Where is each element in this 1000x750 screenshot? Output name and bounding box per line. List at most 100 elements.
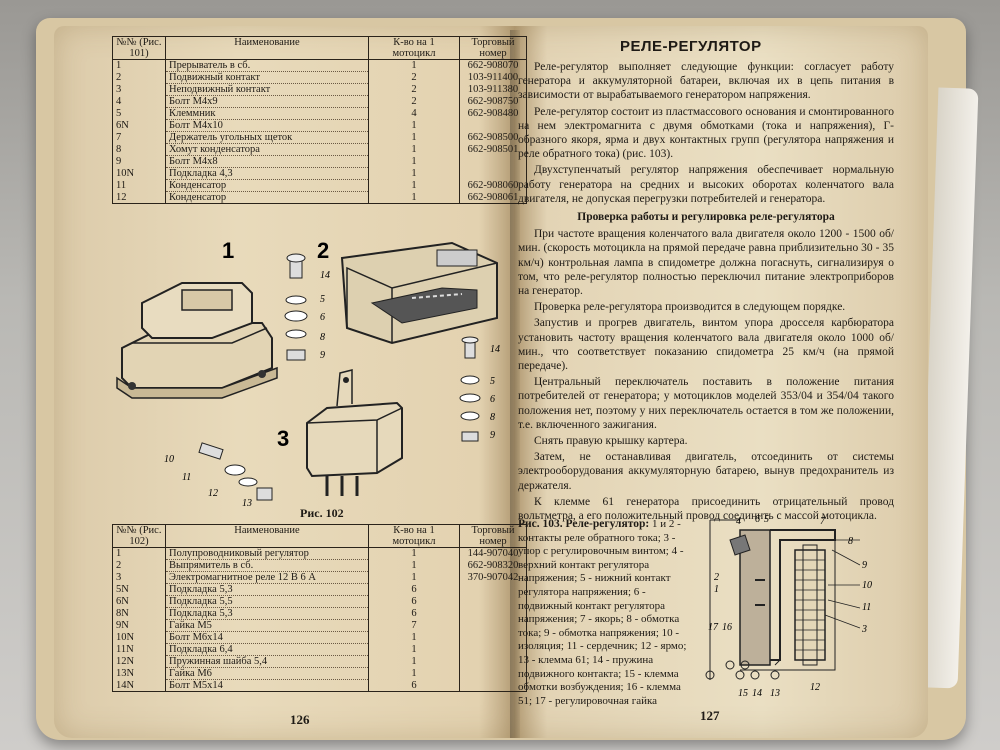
table-cell: 6N <box>112 595 166 608</box>
callout-label: 5 <box>320 294 325 305</box>
table-cell: 1 <box>368 631 460 644</box>
table-cell: 662-908070 <box>467 60 519 71</box>
caption-text: 1 и 2 - контакты реле обратного тока; 3 … <box>518 518 687 707</box>
table-cell: Пружинная шайба 5,4 <box>165 655 369 668</box>
page-number-left: 126 <box>290 712 310 727</box>
figure-103-caption: Рис. 103. Реле-регулятор: 1 и 2 - контак… <box>518 518 694 708</box>
table-cell: 1 <box>368 119 460 132</box>
table-header: Торговый номер <box>459 36 527 60</box>
table-cell: 103-911380 <box>467 83 519 95</box>
label-part-2: 2 <box>317 238 329 263</box>
subheading: Проверка работы и регулировка реле-регул… <box>577 211 835 224</box>
rectifier-drawing <box>340 241 498 345</box>
table-cell: 4 <box>368 107 460 120</box>
table-cell: Болт М6х14 <box>165 631 369 644</box>
table-cell: 1 <box>368 547 460 560</box>
table-cell: 1 <box>368 155 460 168</box>
table-cell: 3 <box>112 83 166 96</box>
table-cell: 1 <box>368 643 460 656</box>
paragraph: Центральный переключатель поставить в по… <box>518 376 894 431</box>
table-cell: 6 <box>368 583 460 596</box>
table-cell: 662-908750 <box>467 95 519 107</box>
diagram-label: 16 <box>722 622 732 633</box>
table-cell: 662-908061 <box>467 191 519 203</box>
table-cell <box>460 656 527 668</box>
table-cell: 662-908500 <box>467 131 519 143</box>
table-cell: 370-907042 <box>467 571 519 583</box>
table-cell: 2 <box>368 95 460 108</box>
table-cell <box>460 168 527 180</box>
table-cell <box>460 120 527 132</box>
table-cell: Электромагнитное реле 12 В 6 А <box>165 571 369 584</box>
callout-label: 5 <box>490 376 495 387</box>
figure-102-caption: Рис. 102 <box>300 506 344 520</box>
table-cell: 8 <box>112 143 166 156</box>
paragraph: Двухступенчатый регулятор напряжения обе… <box>518 164 894 205</box>
table-cell: 5 <box>112 107 166 120</box>
table-cell: Подкладка 5,3 <box>165 583 369 596</box>
table-cell: Конденсатор <box>165 179 369 192</box>
table-header: №№ (Рис. 102) <box>112 524 166 548</box>
callout-label: 12 <box>208 488 218 499</box>
table-cell: Клеммник <box>165 107 369 120</box>
table-header: Торговый номер <box>459 524 527 548</box>
table-header: Наименование <box>165 524 369 548</box>
table-cell: Выпрямитель в сб. <box>165 559 369 572</box>
table-cell: 6 <box>368 607 460 620</box>
table-cell <box>460 608 527 620</box>
table-cell: 9 <box>112 155 166 168</box>
table-cell: Подкладка 4,3 <box>165 167 369 180</box>
table-cell <box>460 156 527 168</box>
table-cell: Неподвижный контакт <box>165 83 369 96</box>
table-cell: 1 <box>368 179 460 192</box>
callout-label: 14 <box>320 270 330 281</box>
table-cell: Гайка М5 <box>165 619 369 632</box>
table-cell: Конденсатор <box>165 191 369 204</box>
caption-title: Рис. 103. Реле-регулятор: <box>518 518 650 530</box>
callout-label: 14 <box>490 344 500 355</box>
diagram-label: 15 <box>738 688 748 699</box>
table-cell <box>460 680 527 692</box>
table-cell <box>460 596 527 608</box>
paragraph: Проверка реле-регулятора производится в … <box>534 301 846 314</box>
diagram-label: 17 <box>708 622 719 633</box>
table-cell: 662-908480 <box>467 107 519 119</box>
diagram-label: 9 <box>862 560 867 571</box>
table-header: К-во на 1 мотоцикл <box>368 36 460 60</box>
table-cell: 1 <box>368 143 460 156</box>
table-cell: 2 <box>368 83 460 96</box>
callout-label: 8 <box>490 412 495 423</box>
body-text-top: Реле-регулятор выполняет следующие функц… <box>518 60 894 525</box>
callout-label: 11 <box>182 472 191 483</box>
table-cell: 1 <box>368 655 460 668</box>
hardware-stack-1 <box>284 253 308 361</box>
table-cell: Подкладка 5,3 <box>165 607 369 620</box>
callout-label: 6 <box>490 394 495 405</box>
paragraph: Реле-регулятор выполняет следующие функц… <box>518 61 894 102</box>
table-cell: 1 <box>368 191 460 204</box>
table-cell: 662-908501 <box>467 143 519 155</box>
diagram-label: 4 <box>736 516 741 527</box>
table-cell: Болт М4х8 <box>165 155 369 168</box>
table-cell <box>460 620 527 632</box>
table-cell: 2 <box>112 559 166 572</box>
table-cell: 11N <box>112 643 166 656</box>
table-cell <box>460 668 527 680</box>
table-cell: Подкладка 5,5 <box>165 595 369 608</box>
table-cell: 8N <box>112 607 166 620</box>
